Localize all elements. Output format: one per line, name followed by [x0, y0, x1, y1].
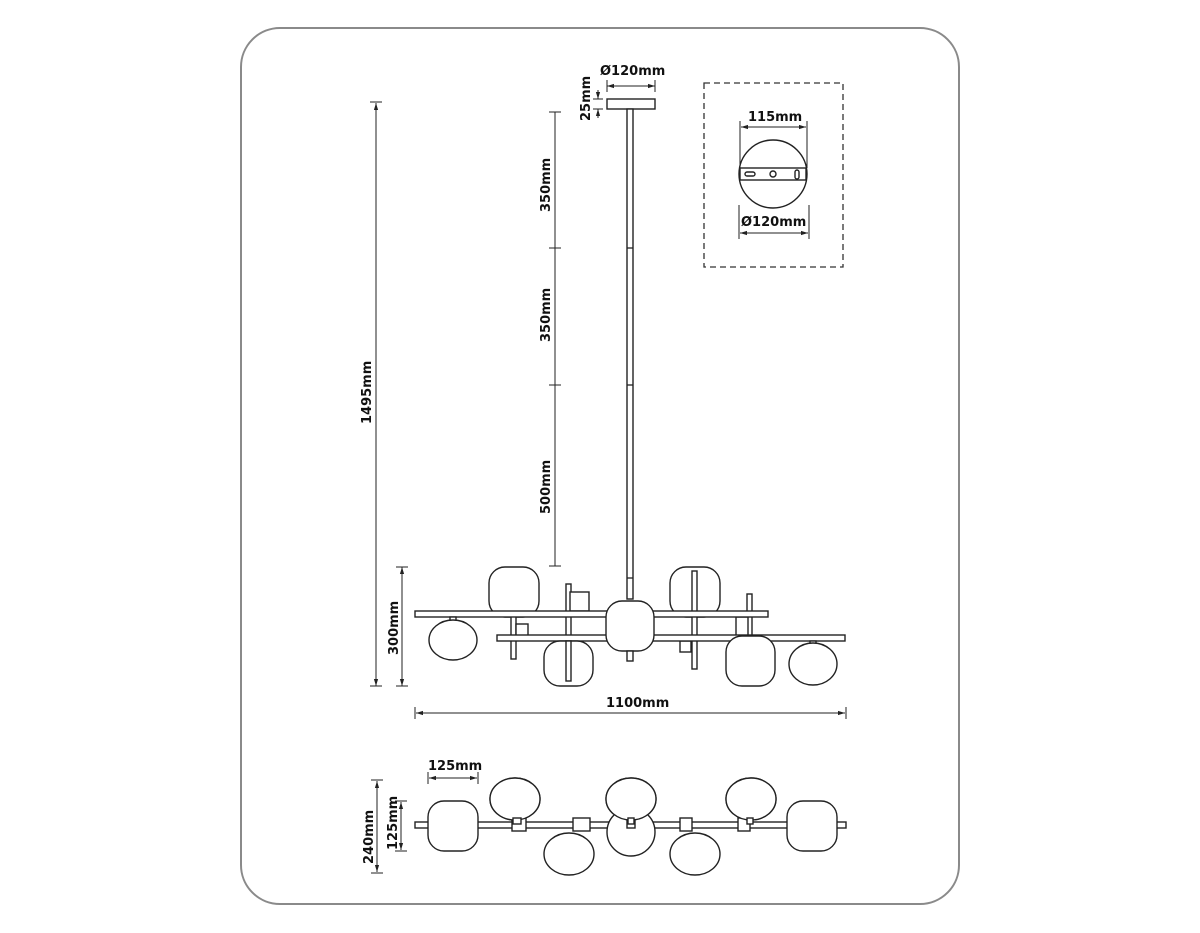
front-elevation: [414, 566, 846, 687]
overall-width-dimension: 1100mm: [414, 696, 847, 719]
canopy-height-label: 25mm: [579, 76, 594, 121]
rod-segment-dimensions: 350mm 350mm 500mm: [539, 111, 561, 567]
top-shade-width-label: 125mm: [428, 759, 482, 774]
canopy-diameter-label: Ø120mm: [600, 64, 665, 79]
body-height-dimension: 300mm: [387, 566, 408, 687]
rod-segment-3-label: 500mm: [539, 460, 554, 514]
suspension-rod: [626, 108, 634, 600]
canopy: Ø120mm 25mm: [579, 64, 665, 121]
top-view-dimensions: 125mm 240mm 125mm: [362, 759, 482, 874]
overall-height-dimension: 1495mm: [360, 101, 382, 687]
drawing-frame: [240, 27, 960, 905]
canopy-detail: 115mm Ø120mm: [703, 82, 844, 268]
canopy-detail-diameter-label: Ø120mm: [741, 215, 806, 230]
body-height-label: 300mm: [387, 601, 402, 655]
top-view: [414, 777, 847, 876]
rod-segment-1-label: 350mm: [539, 158, 554, 212]
top-depth-label: 240mm: [362, 810, 377, 864]
overall-height-label: 1495mm: [360, 361, 375, 424]
top-shade-depth-label: 125mm: [386, 796, 401, 850]
canopy-bracket-label: 115mm: [748, 110, 802, 125]
rod-segment-2-label: 350mm: [539, 288, 554, 342]
overall-width-label: 1100mm: [606, 696, 669, 711]
